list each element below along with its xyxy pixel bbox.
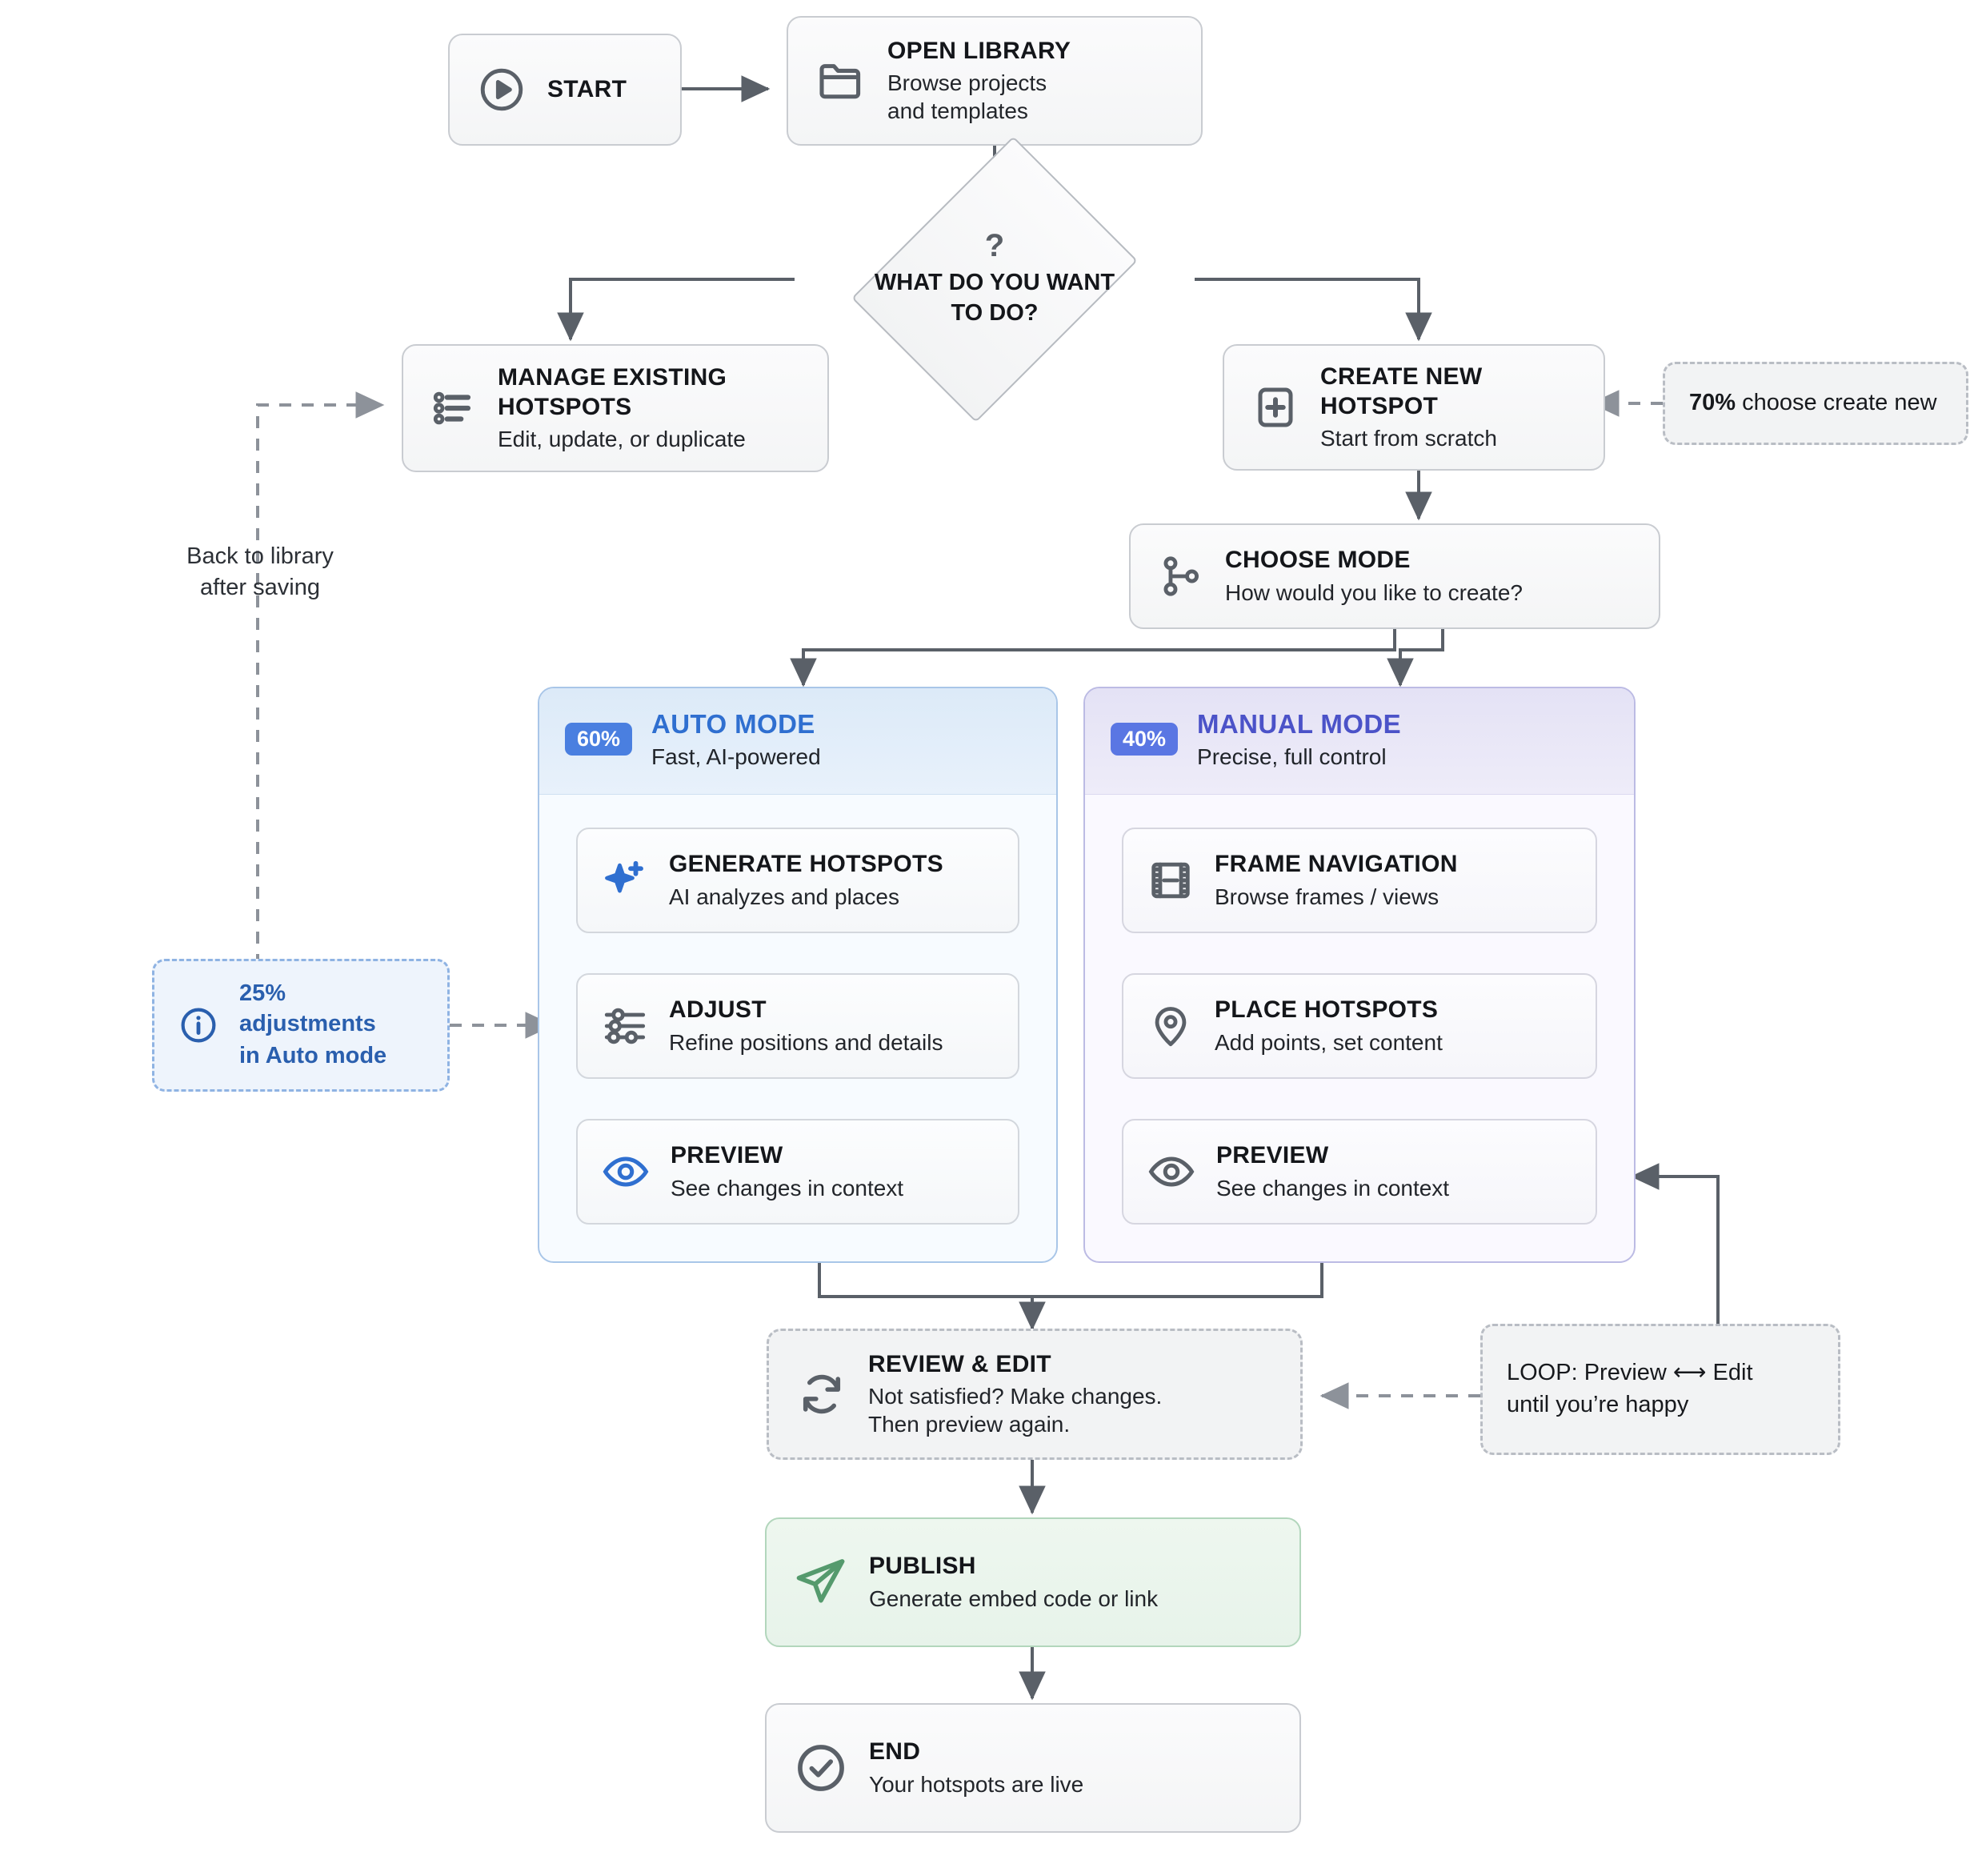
- eye-icon: [1147, 1148, 1195, 1196]
- node-manage-subtitle: Edit, update, or duplicate: [498, 427, 746, 452]
- node-open-library[interactable]: OPEN LIBRARY Browse projects and templat…: [787, 16, 1203, 146]
- node-publish-title: PUBLISH: [869, 1553, 976, 1580]
- manual-mode-subtitle: Precise, full control: [1197, 744, 1387, 769]
- annotation-loop: LOOP: Preview ⟷ Edit until you’re happy: [1480, 1324, 1840, 1455]
- node-open-library-subtitle: Browse projects and templates: [887, 70, 1047, 124]
- node-review-and-edit[interactable]: REVIEW & EDIT Not satisfied? Make change…: [767, 1329, 1303, 1460]
- annotation-back-to-library: Back to library after saving: [186, 543, 334, 600]
- step-frame-navigation-title: FRAME NAVIGATION: [1215, 851, 1458, 878]
- step-generate-hotspots[interactable]: GENERATE HOTSPOTS AI analyzes and places: [576, 828, 1019, 933]
- node-end[interactable]: END Your hotspots are live: [765, 1703, 1301, 1833]
- annotation-create-new-stat-text: choose create new: [1736, 390, 1937, 416]
- auto-mode-title: AUTO MODE: [651, 709, 815, 739]
- panel-auto-mode[interactable]: 60% AUTO MODE Fast, AI-powered GENERATE …: [538, 687, 1058, 1263]
- step-preview-manual-title: PREVIEW: [1216, 1142, 1329, 1169]
- node-manage-existing-hotspots[interactable]: MANAGE EXISTING HOTSPOTS Edit, update, o…: [402, 344, 829, 472]
- node-start[interactable]: START: [448, 34, 682, 146]
- decision-line-1: WHAT DO YOU WANT: [874, 270, 1115, 296]
- node-create-new-hotspot[interactable]: CREATE NEW HOTSPOT Start from scratch: [1223, 344, 1605, 471]
- decision-line-2: TO DO?: [951, 300, 1039, 326]
- step-frame-navigation[interactable]: FRAME NAVIGATION Browse frames / views: [1122, 828, 1597, 933]
- sparkle-icon: [602, 857, 648, 904]
- annotation-create-new-stat-value: 70%: [1689, 390, 1736, 416]
- step-frame-navigation-subtitle: Browse frames / views: [1215, 884, 1439, 909]
- manual-mode-title: MANUAL MODE: [1197, 709, 1401, 739]
- question-mark-icon: ?: [984, 228, 1005, 264]
- annotation-auto-adjust-stat: 25% adjustments in Auto mode: [152, 959, 450, 1092]
- node-create-subtitle: Start from scratch: [1320, 426, 1497, 451]
- sliders-icon: [602, 1003, 648, 1049]
- panel-manual-mode[interactable]: 40% MANUAL MODE Precise, full control FR…: [1083, 687, 1636, 1263]
- step-adjust-title: ADJUST: [669, 996, 767, 1024]
- node-end-title: END: [869, 1738, 921, 1766]
- annotation-auto-adjust-line-1: 25% adjustments: [239, 980, 376, 1037]
- step-preview-manual[interactable]: PREVIEW See changes in context: [1122, 1119, 1597, 1225]
- node-create-title: CREATE NEW HOTSPOT: [1320, 363, 1483, 419]
- step-place-hotspots-subtitle: Add points, set content: [1215, 1029, 1443, 1055]
- panel-auto-mode-header: 60% AUTO MODE Fast, AI-powered: [539, 688, 1056, 795]
- list-icon: [430, 385, 477, 431]
- step-preview-auto[interactable]: PREVIEW See changes in context: [576, 1119, 1019, 1225]
- node-end-subtitle: Your hotspots are live: [869, 1771, 1084, 1797]
- node-choose-mode-subtitle: How would you like to create?: [1225, 579, 1523, 605]
- node-manage-title: MANAGE EXISTING HOTSPOTS: [498, 363, 727, 420]
- step-adjust[interactable]: ADJUST Refine positions and details: [576, 973, 1019, 1079]
- step-generate-hotspots-title: GENERATE HOTSPOTS: [669, 851, 943, 878]
- auto-mode-percentage-badge: 60%: [565, 723, 633, 756]
- auto-mode-subtitle: Fast, AI-powered: [651, 744, 821, 769]
- step-preview-auto-title: PREVIEW: [671, 1142, 783, 1169]
- step-preview-manual-subtitle: See changes in context: [1216, 1175, 1450, 1201]
- step-preview-auto-subtitle: See changes in context: [671, 1175, 904, 1201]
- node-publish[interactable]: PUBLISH Generate embed code or link: [765, 1517, 1301, 1647]
- manual-mode-percentage-badge: 40%: [1111, 723, 1179, 756]
- step-place-hotspots[interactable]: PLACE HOTSPOTS Add points, set content: [1122, 973, 1597, 1079]
- node-open-library-title: OPEN LIBRARY: [887, 37, 1071, 64]
- annotation-create-new-stat: 70% choose create new: [1663, 362, 1968, 445]
- branch-icon: [1158, 553, 1204, 599]
- node-review-title: REVIEW & EDIT: [868, 1350, 1051, 1377]
- step-generate-hotspots-subtitle: AI analyzes and places: [669, 884, 899, 909]
- step-adjust-subtitle: Refine positions and details: [669, 1029, 943, 1055]
- folder-icon: [815, 55, 867, 106]
- plus-square-icon: [1251, 383, 1299, 431]
- check-circle-icon: [794, 1741, 848, 1795]
- node-decision-what-do-you-want-to-do[interactable]: ? WHAT DO YOU WANT TO DO?: [851, 136, 1138, 423]
- panel-manual-mode-header: 40% MANUAL MODE Precise, full control: [1085, 688, 1634, 795]
- node-review-subtitle: Not satisfied? Make changes. Then previe…: [868, 1384, 1163, 1437]
- annotation-loop-line-2: until you’re happy: [1507, 1392, 1689, 1417]
- eye-icon: [602, 1148, 650, 1196]
- map-pin-icon: [1147, 1003, 1194, 1049]
- node-choose-mode-title: CHOOSE MODE: [1225, 547, 1411, 574]
- annotation-loop-line-1: LOOP: Preview ⟷ Edit: [1507, 1360, 1753, 1386]
- refresh-loop-icon: [796, 1369, 847, 1420]
- play-circle-icon: [477, 65, 527, 114]
- step-place-hotspots-title: PLACE HOTSPOTS: [1215, 996, 1439, 1024]
- node-choose-mode[interactable]: CHOOSE MODE How would you like to create…: [1129, 523, 1660, 629]
- node-start-title: START: [547, 75, 627, 102]
- info-circle-icon: [178, 1005, 218, 1045]
- annotation-auto-adjust-line-2: in Auto mode: [239, 1042, 387, 1068]
- paper-plane-icon: [794, 1555, 848, 1609]
- node-publish-subtitle: Generate embed code or link: [869, 1585, 1159, 1611]
- film-strip-icon: [1147, 857, 1194, 904]
